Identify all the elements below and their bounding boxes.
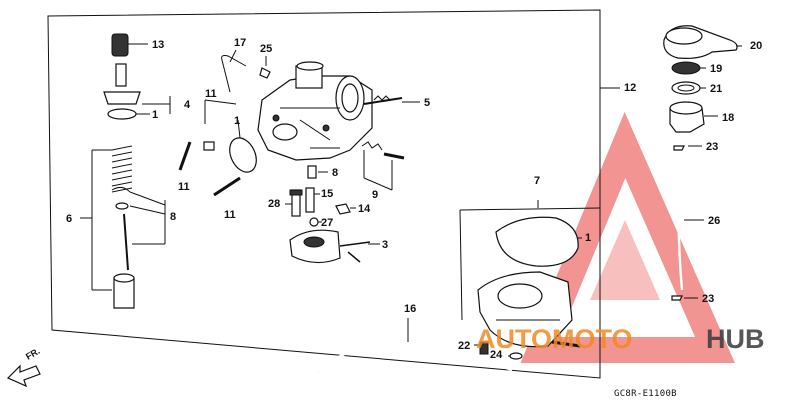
throttle-slide-assembly bbox=[80, 33, 171, 309]
part-4-nut bbox=[103, 91, 141, 105]
callout-22: 22 bbox=[458, 340, 470, 352]
part-1-o-ring bbox=[229, 137, 257, 173]
callout-13: 13 bbox=[152, 39, 164, 51]
fuel-cock-assembly bbox=[663, 25, 742, 301]
part-5-screw bbox=[363, 95, 420, 105]
part-4-top bbox=[115, 63, 127, 87]
screws-11 bbox=[178, 99, 241, 197]
part-23-clip-bottom bbox=[671, 295, 683, 301]
callout-26: 26 bbox=[708, 215, 720, 227]
callout-1: 1 bbox=[152, 109, 158, 121]
callout-12: 12 bbox=[624, 82, 636, 94]
part-22-screw bbox=[479, 341, 489, 355]
part-9-pilot-screw bbox=[361, 141, 405, 191]
float-chamber bbox=[474, 200, 582, 360]
part-28-jet bbox=[285, 189, 303, 217]
part-19-filter bbox=[671, 61, 701, 75]
callout-21: 21 bbox=[710, 83, 722, 95]
callout-16: 16 bbox=[404, 303, 416, 315]
part-27 bbox=[309, 217, 319, 227]
callout-8: 8 bbox=[170, 211, 176, 223]
watermark-logo bbox=[520, 111, 735, 363]
callout-11: 11 bbox=[205, 88, 217, 100]
direction-label: FR. bbox=[24, 346, 42, 362]
float-chamber-frame bbox=[459, 207, 601, 211]
callout-27: 27 bbox=[321, 217, 333, 229]
part-1-washer bbox=[107, 108, 137, 120]
callout-11: 11 bbox=[178, 181, 190, 193]
callout-1: 1 bbox=[234, 115, 240, 127]
callout-8: 8 bbox=[332, 167, 338, 179]
callout-23: 23 bbox=[702, 293, 714, 305]
watermark-wordmark: AUTOMOTO HUB bbox=[476, 324, 765, 354]
part-13-cap bbox=[111, 33, 129, 57]
part-14 bbox=[335, 203, 351, 215]
carburetor-body bbox=[257, 61, 373, 161]
watermark-word-1: AUTOMOTO bbox=[476, 324, 633, 354]
part-15 bbox=[305, 187, 320, 213]
callout-4: 4 bbox=[184, 99, 191, 111]
part-1-gasket bbox=[495, 216, 579, 267]
front-direction-arrow bbox=[6, 364, 41, 388]
diagram-frame bbox=[47, 9, 601, 379]
callout-18: 18 bbox=[722, 112, 734, 124]
part-17-tube bbox=[221, 55, 247, 93]
callout-9: 9 bbox=[372, 189, 378, 201]
part-25-clip bbox=[259, 67, 271, 79]
callout-7: 7 bbox=[534, 175, 540, 187]
callout-24: 24 bbox=[490, 349, 503, 361]
diagram-code: GC8R-E1100B bbox=[614, 389, 677, 399]
callout-23: 23 bbox=[706, 141, 718, 153]
callout-3: 3 bbox=[382, 239, 388, 251]
spring bbox=[111, 145, 133, 193]
callout-28: 28 bbox=[268, 198, 280, 210]
part-3-float bbox=[289, 229, 380, 264]
part-21 bbox=[671, 81, 701, 95]
callout-25: 25 bbox=[260, 43, 272, 55]
jet-needle bbox=[123, 213, 129, 271]
callout-19: 19 bbox=[710, 63, 722, 75]
callout-15: 15 bbox=[321, 188, 333, 200]
callout-17: 17 bbox=[234, 37, 246, 49]
callout-20: 20 bbox=[750, 40, 762, 52]
callout-11: 11 bbox=[224, 209, 236, 221]
callout-6: 6 bbox=[66, 213, 72, 225]
callout-1: 1 bbox=[585, 232, 591, 244]
watermark-word-2: HUB bbox=[706, 324, 765, 354]
callout-14: 14 bbox=[358, 203, 371, 215]
part-8-clip bbox=[111, 186, 131, 193]
callout-5: 5 bbox=[424, 97, 430, 109]
part-23-clip-top bbox=[673, 145, 685, 151]
part-8-jet bbox=[307, 165, 317, 179]
